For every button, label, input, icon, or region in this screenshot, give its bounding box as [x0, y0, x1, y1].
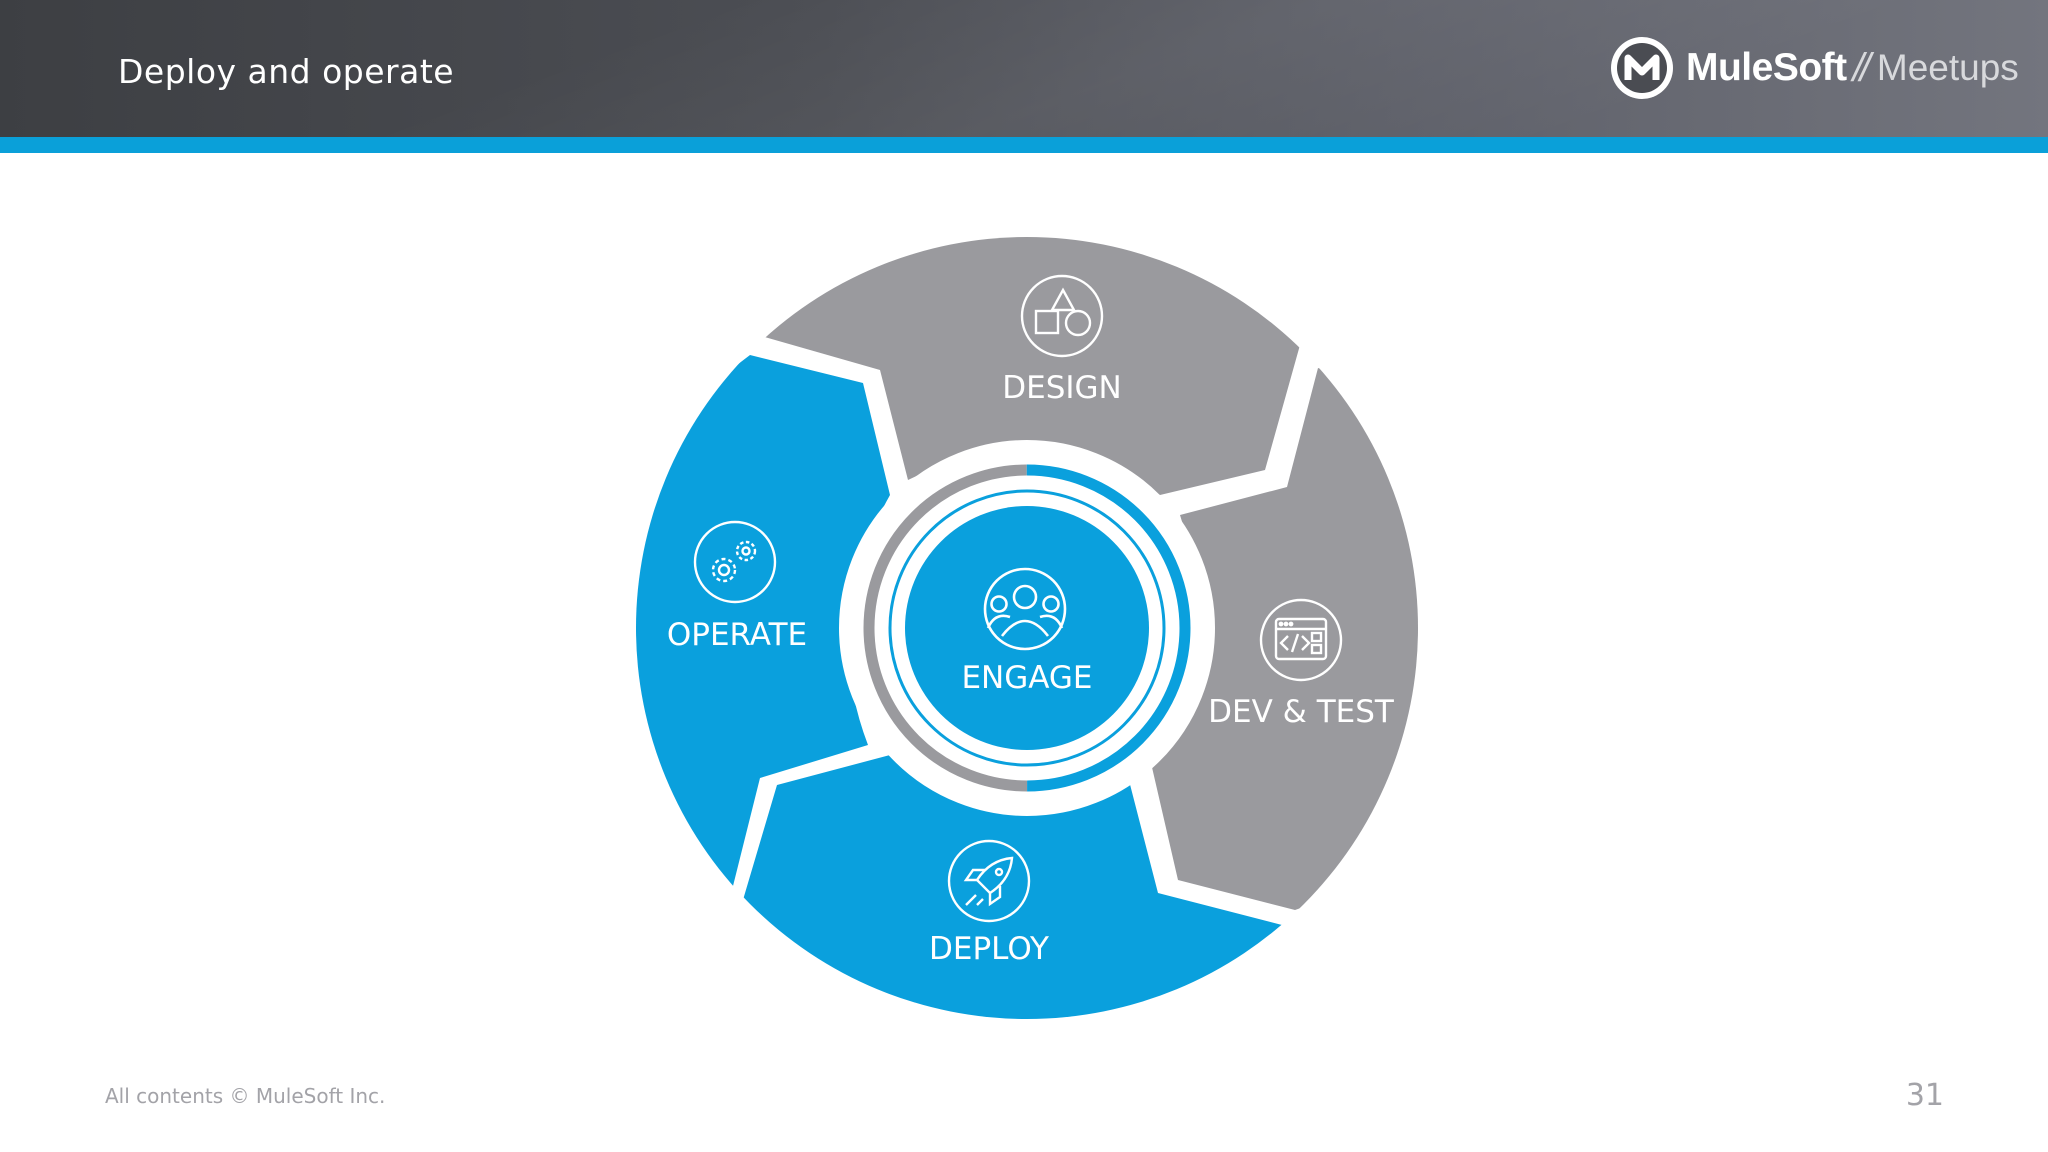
inner-white-gap [839, 440, 1215, 816]
header-sheen [0, 0, 2048, 137]
deploy-label: DEPLOY [929, 931, 1049, 967]
segment-dev-test [1148, 368, 1418, 910]
code-window-icon [1259, 598, 1343, 682]
brand-separator: // [1852, 45, 1871, 90]
people-group-icon [983, 567, 1067, 651]
page-number: 31 [1905, 1078, 1944, 1113]
center-label: ENGAGE [961, 660, 1092, 696]
dev-test-label: DEV & TEST [1208, 694, 1395, 730]
shapes-icon [1020, 274, 1104, 358]
operate-label: OPERATE [667, 617, 807, 653]
gears-icon [693, 520, 777, 604]
mulesoft-logo-icon [1611, 37, 1673, 99]
inner-ring-thin [888, 489, 1166, 767]
footer-copyright: All contents © MuleSoft Inc. [105, 1084, 386, 1108]
design-label: DESIGN [1002, 370, 1122, 406]
slide-header: Deploy and operate MuleSoft // Meetups [0, 0, 2048, 137]
inner-ring-blue [863, 464, 1191, 792]
rocket-icon [947, 839, 1031, 923]
inner-ring-grey [863, 464, 1191, 792]
mulesoft-meetups-logo: MuleSoft // Meetups [1608, 30, 2019, 106]
brand-name: MuleSoft [1686, 46, 1847, 89]
slide-title: Deploy and operate [118, 52, 455, 91]
accent-bar [0, 137, 2048, 153]
brand-sub: Meetups [1876, 47, 2019, 88]
center-engage [905, 506, 1149, 750]
